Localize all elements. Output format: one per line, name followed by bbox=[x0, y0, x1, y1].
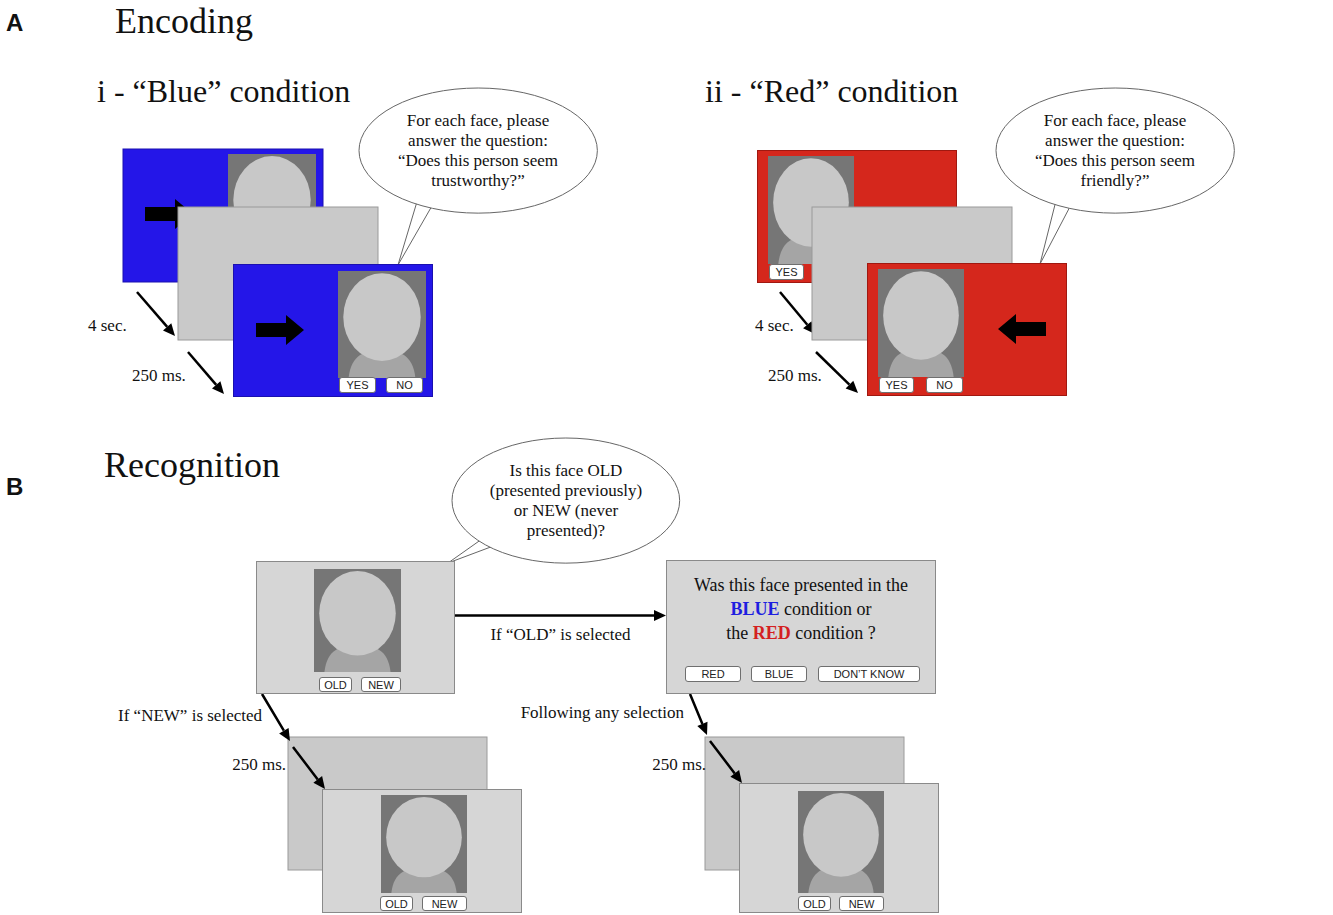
screen-box: Was this face presented in the BLUE cond… bbox=[666, 560, 936, 694]
timing-label: 250 ms. bbox=[132, 366, 186, 386]
face-oval bbox=[319, 571, 396, 655]
photo-ground bbox=[381, 795, 467, 893]
button-label: NEW bbox=[368, 679, 394, 691]
button-label: OLD bbox=[385, 898, 408, 910]
response-button: NEW bbox=[422, 896, 467, 911]
arrow-head bbox=[654, 610, 666, 621]
bubble-ellipse bbox=[452, 438, 680, 563]
timing-label: 250 ms. bbox=[232, 755, 286, 775]
arrow-line bbox=[455, 614, 654, 617]
response-button: OLD bbox=[380, 896, 413, 911]
screen-box: YES NO bbox=[867, 263, 1067, 396]
face-photo bbox=[381, 795, 467, 893]
face-oval bbox=[803, 793, 879, 877]
timing-label: 250 ms. bbox=[768, 366, 822, 386]
timing-arrow bbox=[137, 292, 167, 327]
button-label: NO bbox=[396, 379, 413, 391]
button-label: YES bbox=[885, 379, 907, 391]
screen-box: OLD NEW bbox=[739, 783, 939, 913]
response-button: YES bbox=[339, 377, 376, 393]
photo-ground bbox=[338, 271, 426, 378]
edge-label: If “OLD” is selected bbox=[488, 625, 632, 645]
arrow-head bbox=[212, 381, 224, 394]
button-label: BLUE bbox=[765, 668, 794, 680]
arrow-head bbox=[313, 776, 325, 789]
button-label: RED bbox=[701, 668, 724, 680]
button-label: NEW bbox=[849, 898, 875, 910]
direction-arrow bbox=[256, 315, 304, 345]
speech-bubble: For each face, please answer the questio… bbox=[995, 87, 1235, 214]
panel-letter: A bbox=[6, 8, 23, 37]
timing-label: 4 sec. bbox=[88, 316, 127, 336]
screen-box: OLD NEW bbox=[256, 561, 455, 694]
timing-arrow bbox=[188, 352, 216, 385]
photo-ground bbox=[798, 791, 884, 893]
edge-label: Following any selection bbox=[519, 703, 686, 723]
button-label: NO bbox=[936, 379, 953, 391]
bubble-text: For each face, please answer the questio… bbox=[398, 111, 558, 191]
edge-label: If “NEW” is selected bbox=[116, 706, 264, 726]
face-photo bbox=[338, 271, 426, 378]
response-button: NEW bbox=[361, 677, 401, 692]
flow-arrow bbox=[455, 610, 666, 621]
section-heading: Recognition bbox=[104, 444, 280, 487]
bubble-text: For each face, please answer the questio… bbox=[1035, 111, 1195, 191]
response-button: OLD bbox=[798, 896, 831, 911]
direction-arrow bbox=[998, 314, 1046, 344]
arrow-head bbox=[163, 323, 175, 336]
face-photo bbox=[314, 569, 401, 672]
screen-question: Was this face presented in the BLUE cond… bbox=[667, 573, 935, 645]
button-label: YES bbox=[775, 266, 797, 278]
button-label: DON’T KNOW bbox=[834, 668, 905, 680]
timing-label: 250 ms. bbox=[652, 755, 706, 775]
screen-box: OLD NEW bbox=[322, 789, 522, 913]
section-heading: i - “Blue” condition bbox=[97, 72, 350, 110]
bubble-ellipse bbox=[359, 88, 597, 213]
response-button: NO bbox=[926, 377, 963, 393]
screen-box: YES NO bbox=[233, 264, 433, 397]
button-label: YES bbox=[346, 379, 368, 391]
button-label: OLD bbox=[803, 898, 826, 910]
highlight-word: BLUE bbox=[730, 599, 779, 619]
arrow-head bbox=[730, 770, 742, 783]
face-oval bbox=[386, 797, 462, 877]
button-label: OLD bbox=[324, 679, 347, 691]
panel-letter: B bbox=[6, 472, 23, 501]
response-button: DON’T KNOW bbox=[818, 666, 920, 682]
bubble-ellipse bbox=[996, 88, 1234, 213]
arrow-shape bbox=[256, 315, 304, 345]
arrow-head bbox=[279, 728, 290, 741]
response-button: NEW bbox=[839, 896, 884, 911]
highlight-word: RED bbox=[753, 623, 791, 643]
timing-label: 4 sec. bbox=[755, 316, 794, 336]
response-button: BLUE bbox=[751, 666, 807, 682]
arrow-shape bbox=[998, 314, 1046, 344]
face-oval bbox=[343, 273, 420, 361]
response-button: YES bbox=[879, 377, 914, 393]
face-oval bbox=[883, 271, 959, 360]
response-button: RED bbox=[685, 666, 741, 682]
arrow-head bbox=[697, 722, 707, 735]
speech-bubble: Is this face OLD (presented previously) … bbox=[451, 437, 681, 564]
arrow-head bbox=[846, 381, 858, 393]
photo-ground bbox=[314, 569, 401, 672]
response-button: OLD bbox=[319, 677, 352, 692]
response-button: YES bbox=[769, 264, 804, 280]
face-photo bbox=[878, 269, 964, 377]
photo-ground bbox=[878, 269, 964, 377]
section-heading: Encoding bbox=[115, 0, 253, 43]
section-heading: ii - “Red” condition bbox=[705, 72, 958, 110]
flow-arrow bbox=[262, 694, 325, 789]
bubble-text: Is this face OLD (presented previously) … bbox=[490, 461, 643, 541]
response-button: NO bbox=[386, 377, 423, 393]
speech-bubble: For each face, please answer the questio… bbox=[358, 87, 598, 214]
button-label: NEW bbox=[432, 898, 458, 910]
face-photo bbox=[798, 791, 884, 893]
